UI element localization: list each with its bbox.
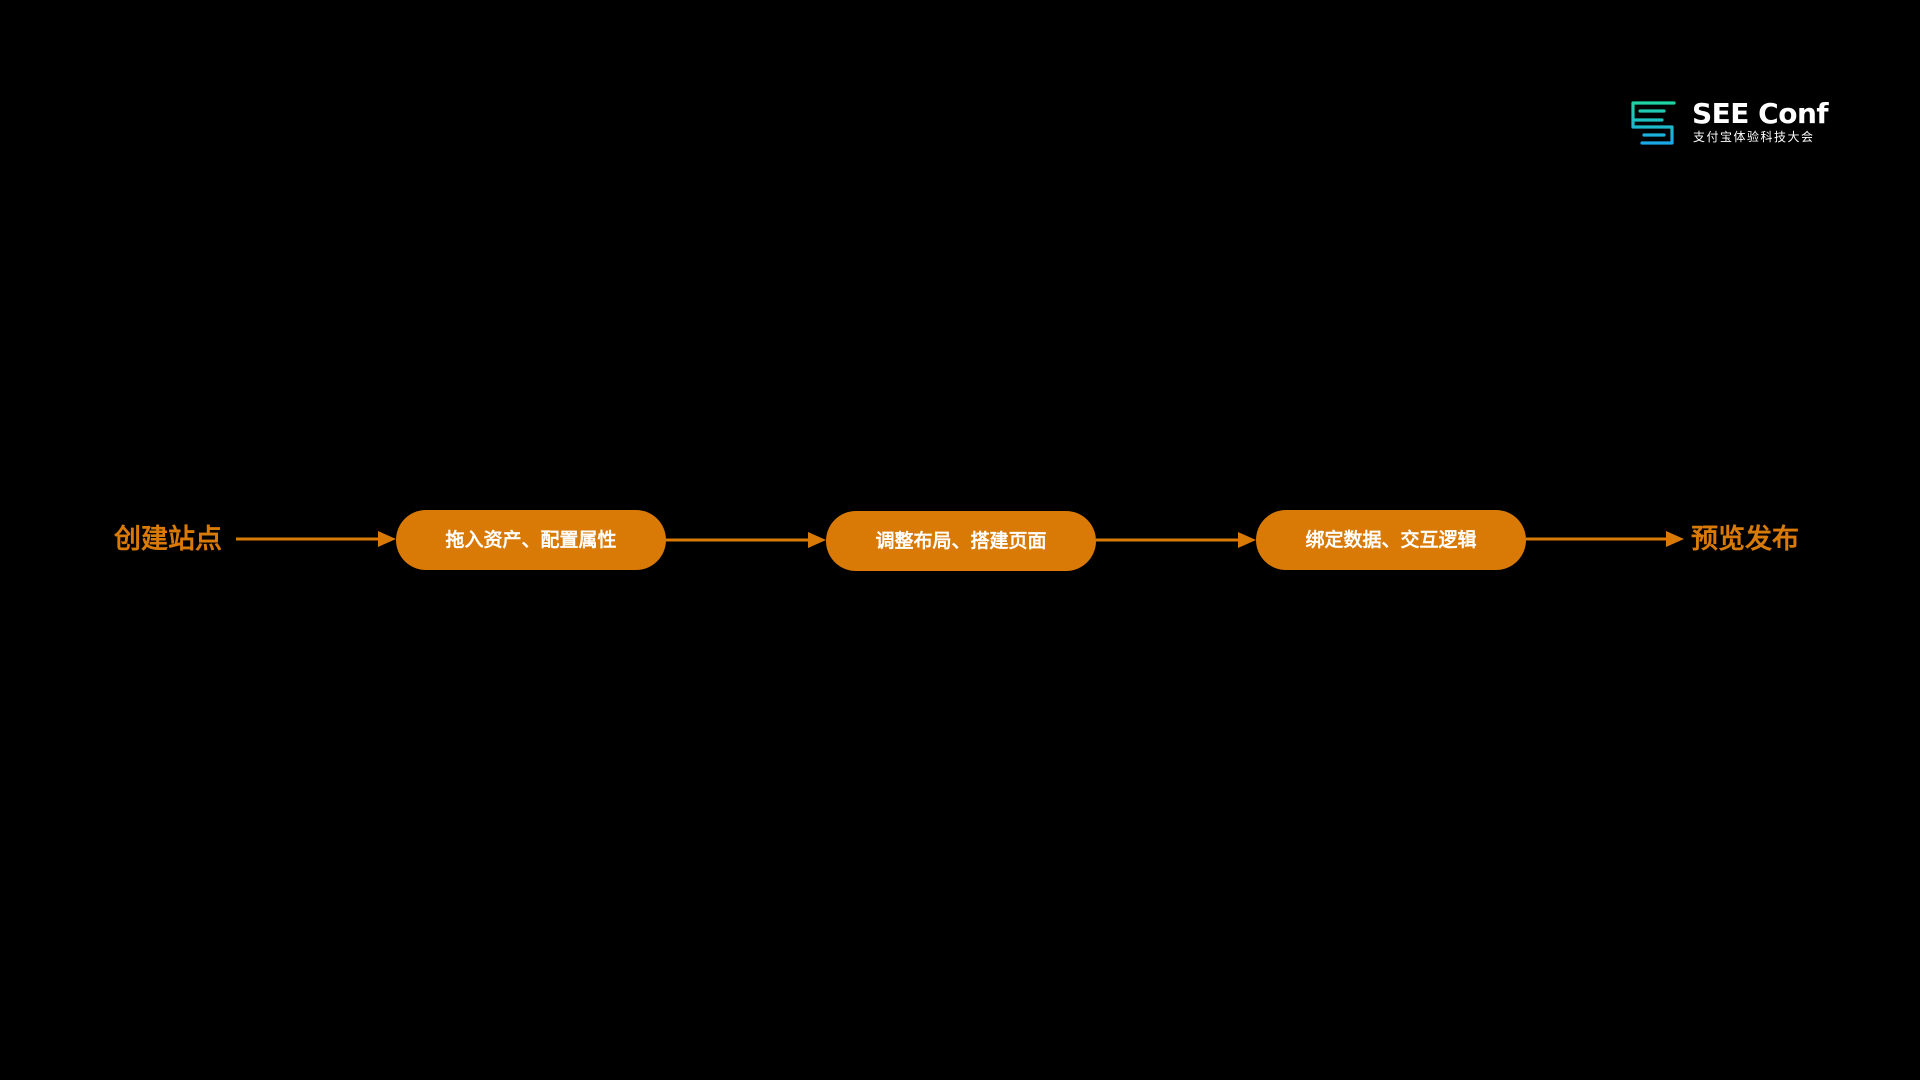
arrowhead-3 [1238, 532, 1256, 548]
flow-end-label: 预览发布 [1691, 524, 1799, 555]
flow-step-3: 绑定数据、交互逻辑 [1256, 510, 1526, 570]
arrowhead-2 [808, 532, 826, 548]
flow-step-2: 调整布局、搭建页面 [826, 511, 1096, 571]
see-conf-logo: SEE Conf 支付宝体验科技大会 [1630, 98, 1829, 148]
flow-step-1: 拖入资产、配置属性 [396, 510, 666, 570]
arrowhead-4 [1666, 531, 1684, 547]
see-conf-logo-icon [1631, 101, 1676, 145]
logo-title: SEE Conf [1692, 97, 1829, 130]
flow-start-label: 创建站点 [114, 524, 222, 555]
arrowhead-1 [378, 531, 396, 547]
logo-subtitle: 支付宝体验科技大会 [1693, 130, 1815, 144]
